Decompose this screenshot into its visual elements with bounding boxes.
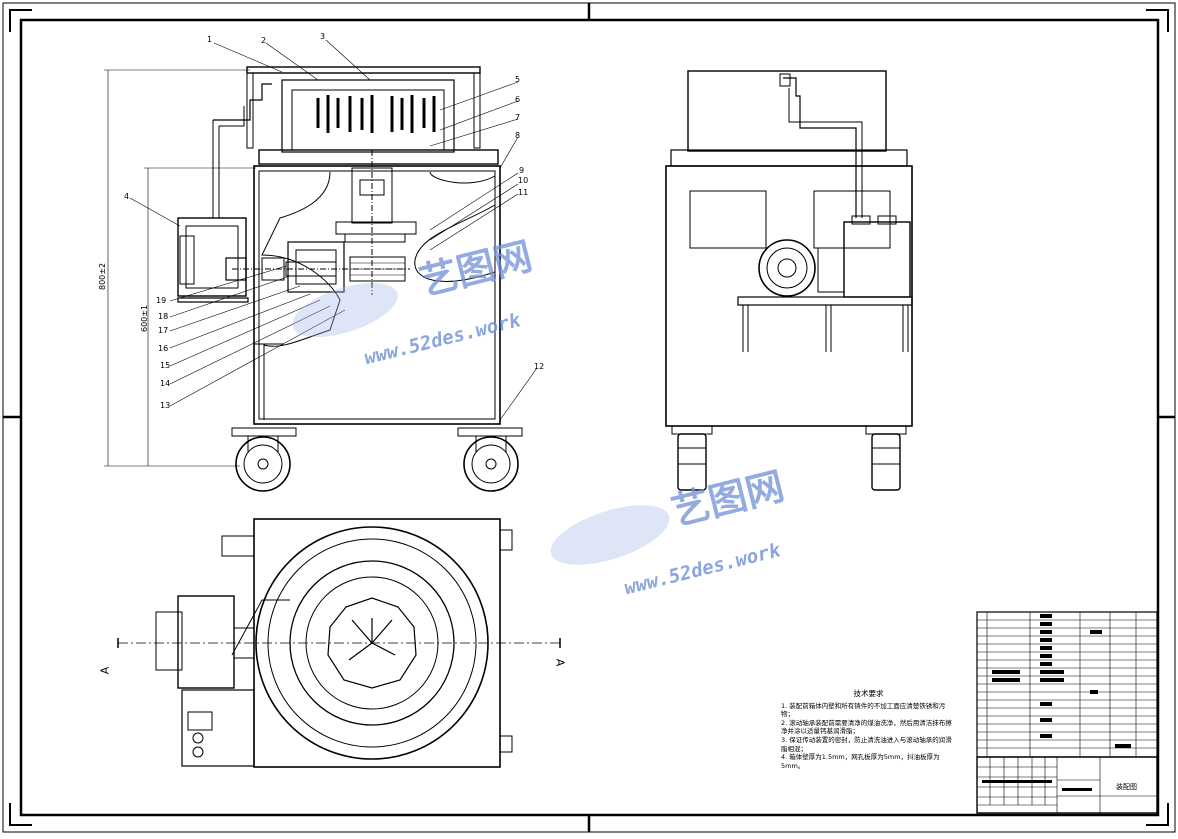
dimension-body-height: 600±1 xyxy=(140,304,149,332)
technical-requirements-title: 技术要求 xyxy=(853,689,884,698)
part-label-5: 5 xyxy=(515,75,521,84)
part-label-16: 16 xyxy=(158,344,169,353)
part-label-19: 19 xyxy=(156,296,167,305)
part-label-14: 14 xyxy=(160,379,171,388)
front-view xyxy=(104,39,538,492)
section-mark-right: A xyxy=(553,658,567,667)
part-label-12: 12 xyxy=(534,362,545,371)
requirement-4: 4. 箱体壁厚为1.5mm，网孔板厚为5mm，抖油板厚为5mm。 xyxy=(781,753,940,770)
part-label-4: 4 xyxy=(124,192,130,201)
section-mark-left: A xyxy=(98,666,112,675)
inner-frame xyxy=(19,18,1160,817)
part-label-18: 18 xyxy=(158,312,169,321)
part-label-1: 1 xyxy=(207,35,213,44)
part-label-6: 6 xyxy=(515,95,521,104)
side-view xyxy=(665,70,913,491)
part-label-15: 15 xyxy=(160,361,171,370)
requirement-3: 3. 保证传动装置的密封，防止清洗油进入与滚动轴承的润滑脂相混； xyxy=(781,735,952,753)
part-label-10: 10 xyxy=(518,176,529,185)
technical-requirements: 技术要求 1. 装配前箱体内壁和所有铸件的不加工面应清楚铁锈和污物； 2. 滚动… xyxy=(781,689,956,770)
top-view xyxy=(117,518,561,768)
part-label-2: 2 xyxy=(261,36,267,45)
title-block xyxy=(976,611,1158,814)
part-label-13: 13 xyxy=(160,401,171,410)
requirement-1: 1. 装配前箱体内壁和所有铸件的不加工面应清楚铁锈和污物； xyxy=(781,701,946,719)
part-label-3: 3 xyxy=(320,32,326,41)
part-label-8: 8 xyxy=(515,131,521,140)
title-block-name: 装配图 xyxy=(1116,783,1137,791)
requirement-2: 2. 滚动轴承装配前需要清净的煤油洗净，然后用清洁抹布擦净并涂以适量钙基润滑脂； xyxy=(781,718,952,736)
part-label-9: 9 xyxy=(519,166,525,175)
dimension-overall-height: 800±2 xyxy=(98,262,107,290)
part-label-11: 11 xyxy=(518,188,529,197)
part-label-17: 17 xyxy=(158,326,169,335)
part-label-7: 7 xyxy=(515,113,521,122)
watermark-logo xyxy=(292,283,670,565)
